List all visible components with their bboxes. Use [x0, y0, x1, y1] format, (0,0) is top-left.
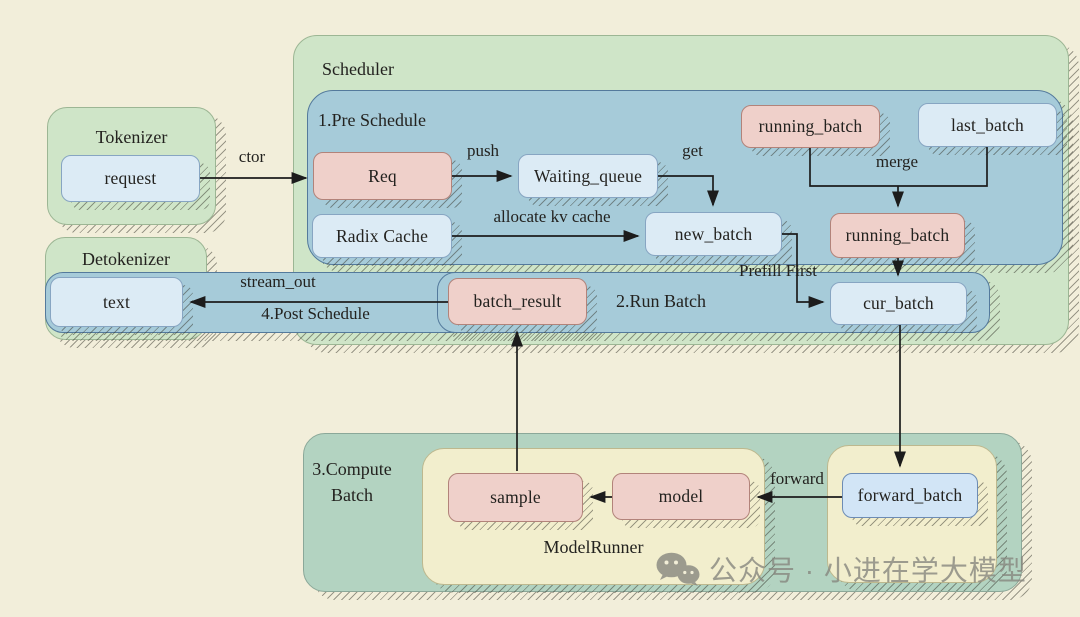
node-req: Req [313, 152, 452, 200]
node-model: model [612, 473, 750, 520]
tokenizer-label: Tokenizer [95, 127, 168, 147]
watermark-text: 公众号 · 小进在学大模型 [709, 555, 1027, 586]
node-last-batch: last_batch [918, 103, 1057, 147]
pre-schedule-label: 1.Pre Schedule [318, 110, 426, 130]
edge-label-ctor: ctor [238, 147, 266, 166]
edge-label-prefill-first: Prefill First [739, 261, 817, 280]
edge-label-stream-out: stream_out [240, 272, 316, 291]
node-running-batch-merged: running_batch [830, 213, 965, 258]
edge-label-get: get [682, 141, 703, 160]
node-radix-cache: Radix Cache [312, 214, 452, 258]
node-batch-result: batch_result [448, 278, 587, 325]
scheduler-label: Scheduler [322, 59, 394, 79]
node-new-batch: new_batch [645, 212, 782, 256]
wechat-icon [656, 552, 700, 586]
edge-label-post-schedule: 4.Post Schedule [261, 304, 370, 323]
node-running-batch-top: running_batch [741, 105, 880, 148]
node-cur-batch: cur_batch [830, 282, 967, 325]
node-waiting-queue: Waiting_queue [518, 154, 658, 198]
run-batch-label: 2.Run Batch [616, 291, 706, 311]
node-forward-batch: forward_batch [842, 473, 978, 518]
watermark: 公众号 · 小进在学大模型 [655, 549, 1027, 589]
edge-label-push: push [466, 141, 500, 160]
node-text: text [50, 277, 183, 327]
edge-label-merge: merge [875, 152, 919, 171]
model-runner-label: ModelRunner [543, 537, 644, 557]
detokenizer-label: Detokenizer [82, 249, 170, 269]
edge-label-allocate-kv-cache: allocate kv cache [493, 207, 611, 226]
edge-label-forward: forward [770, 469, 824, 488]
node-sample: sample [448, 473, 583, 522]
compute-batch-label: 3.Compute Batch [312, 459, 392, 505]
node-request: request [61, 155, 200, 202]
